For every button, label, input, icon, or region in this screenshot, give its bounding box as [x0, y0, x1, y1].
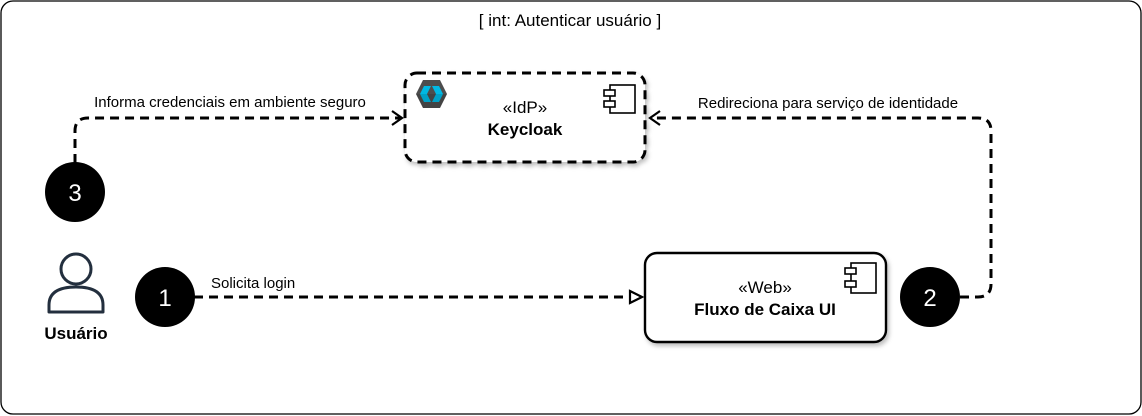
fluxo-stereotype: «Web» [738, 278, 792, 297]
fluxo-name: Fluxo de Caixa UI [694, 300, 836, 319]
uml-component-icon [844, 262, 877, 294]
component-keycloak [403, 71, 647, 164]
uml-component-icon [603, 84, 636, 114]
frame-title: [ int: Autenticar usuário ] [479, 11, 661, 30]
keycloak-logo-icon [416, 80, 447, 108]
user-icon [47, 252, 105, 314]
arrowhead-open-icon [391, 110, 404, 126]
edge-step-2: Redireciona para serviço de identidade [648, 95, 993, 299]
step-number-3: 3 [68, 180, 81, 207]
edge-label-step-3: Informa credenciais em ambiente seguro [94, 94, 366, 111]
edge-step-3: Informa credenciais em ambiente seguro [73, 94, 404, 163]
arrowhead-hollow-icon [628, 289, 645, 305]
arrowhead-open-icon [648, 110, 661, 126]
step-badge-3: 3 [45, 162, 105, 222]
edge-step-1: Solicita login [194, 275, 645, 305]
step-number-2: 2 [923, 285, 936, 312]
component-fluxo-de-caixa-ui [643, 251, 888, 344]
edge-label-step-2: Redireciona para serviço de identidade [698, 95, 958, 112]
keycloak-name: Keycloak [488, 120, 563, 139]
step-badge-2: 2 [900, 267, 960, 327]
actor-name: Usuário [44, 324, 107, 343]
keycloak-stereotype: «IdP» [503, 98, 547, 117]
edge-label-step-1: Solicita login [211, 275, 295, 292]
step-number-1: 1 [158, 285, 171, 312]
step-badge-1: 1 [135, 267, 195, 327]
